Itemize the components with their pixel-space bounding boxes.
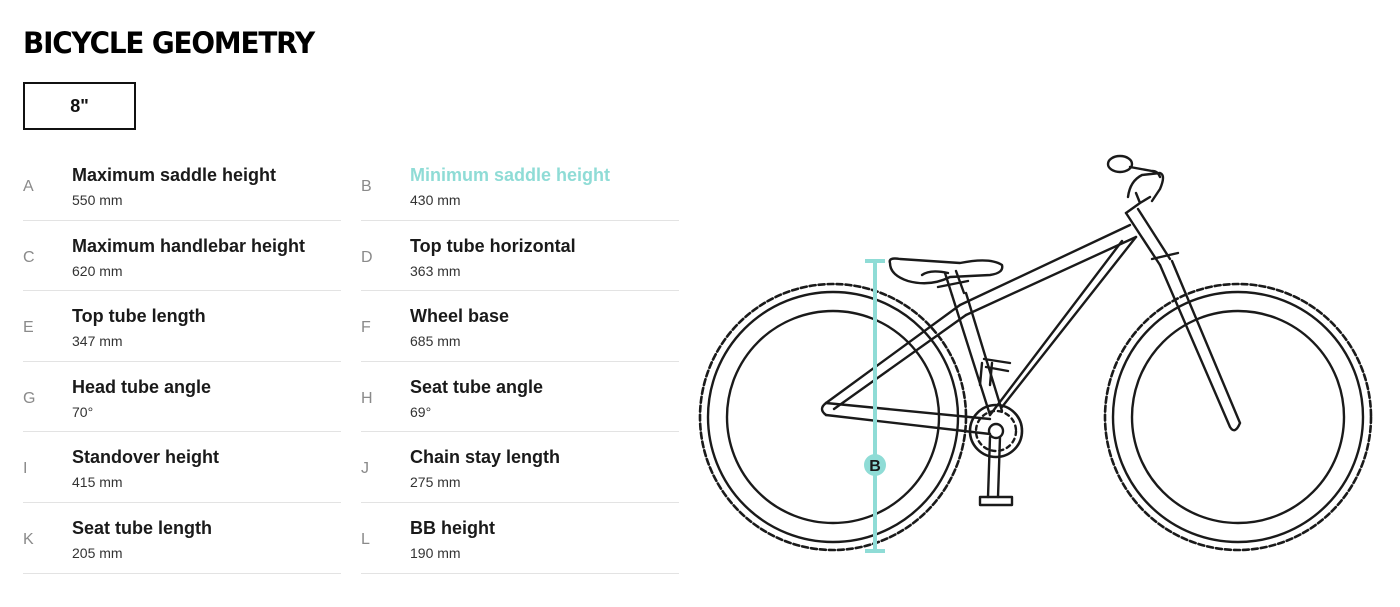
geometry-letter: K <box>23 530 34 548</box>
fork <box>1158 259 1242 432</box>
geometry-letter: D <box>361 248 373 266</box>
geometry-label: Head tube angle <box>72 376 212 397</box>
geometry-label: Maximum saddle height <box>72 165 277 185</box>
stem <box>1124 191 1152 215</box>
seat-tube <box>950 291 1004 417</box>
geometry-label: Seat tube length <box>72 517 213 538</box>
saddle <box>888 257 1004 285</box>
geometry-value: 550 mm <box>72 192 123 208</box>
geometry-label: Top tube horizontal <box>410 235 576 256</box>
measurement-marker <box>864 454 886 476</box>
geometry-value: 347 mm <box>72 333 123 350</box>
geometry-label: Standover height <box>72 447 220 468</box>
geometry-value: 685 mm <box>410 333 461 350</box>
crank-arm <box>986 435 1002 499</box>
pedal <box>978 495 1014 507</box>
geometry-letter: L <box>361 530 370 548</box>
geometry-letter: H <box>361 389 373 407</box>
rear-rim <box>725 309 941 525</box>
measurement-b <box>865 259 885 553</box>
geometry-row-e[interactable]: E Top tube length 347 mm <box>23 291 341 362</box>
geometry-letter: J <box>361 460 369 478</box>
geometry-value: 415 mm <box>72 474 123 491</box>
size-selector-button[interactable]: 8" <box>23 82 136 130</box>
seat-stay <box>824 303 968 411</box>
geometry-row-i[interactable]: I Standover height 415 mm <box>23 432 341 503</box>
geometry-row-b[interactable]: B Minimum saddle height 430 mm <box>361 150 679 221</box>
measurement-marker-label: B <box>869 458 881 475</box>
geometry-letter: A <box>23 178 34 195</box>
top-tube <box>958 223 1138 317</box>
bicycle-icon: B <box>698 154 1373 553</box>
geometry-row-f[interactable]: F Wheel base 685 mm <box>361 291 679 362</box>
front-tire-inner <box>1111 290 1365 544</box>
geometry-value: 205 mm <box>72 544 123 561</box>
geometry-label: Wheel base <box>410 306 510 327</box>
geometry-row-h[interactable]: H Seat tube angle 69° <box>361 362 679 433</box>
geometry-row-a[interactable]: A Maximum saddle height 550 mm <box>23 150 341 221</box>
chainring <box>968 403 1024 459</box>
head-tube <box>1124 207 1172 267</box>
geometry-label: Top tube length <box>72 306 206 327</box>
handlebar-grip <box>1106 154 1134 174</box>
page-title: BICYCLE GEOMETRY <box>23 26 315 60</box>
chain-stay <box>824 401 992 436</box>
geometry-value: 620 mm <box>72 262 123 279</box>
geometry-letter: B <box>361 178 372 195</box>
geometry-row-d[interactable]: D Top tube horizontal 363 mm <box>361 221 679 292</box>
geometry-label: Minimum saddle height <box>410 165 611 185</box>
down-tube <box>988 235 1138 417</box>
front-rim <box>1130 309 1346 525</box>
geometry-value: 190 mm <box>410 544 461 561</box>
geometry-row-j[interactable]: J Chain stay length 275 mm <box>361 432 679 503</box>
geometry-row-g[interactable]: G Head tube angle 70° <box>23 362 341 433</box>
geometry-column-right: B Minimum saddle height 430 mm D Top tub… <box>361 150 679 574</box>
geometry-column-left: A Maximum saddle height 550 mm C Maximum… <box>23 150 341 574</box>
geometry-label: Chain stay length <box>410 447 561 468</box>
geometry-letter: E <box>23 319 34 337</box>
geometry-letter: F <box>361 319 371 337</box>
geometry-label: Seat tube angle <box>410 376 544 397</box>
geometry-row-l[interactable]: L BB height 190 mm <box>361 503 679 574</box>
geometry-value: 69° <box>410 403 432 420</box>
geometry-letter: C <box>23 248 35 266</box>
geometry-letter: I <box>23 460 28 478</box>
geometry-label: BB height <box>410 517 495 538</box>
geometry-value: 430 mm <box>410 192 461 208</box>
front-tire <box>1103 282 1373 552</box>
geometry-value: 275 mm <box>410 474 461 491</box>
geometry-letter: G <box>23 389 36 407</box>
geometry-label: Maximum handlebar height <box>72 235 306 256</box>
geometry-row-k[interactable]: K Seat tube length 205 mm <box>23 503 341 574</box>
geometry-row-c[interactable]: C Maximum handlebar height 620 mm <box>23 221 341 292</box>
handlebar <box>1126 171 1165 203</box>
geometry-value: 363 mm <box>410 262 461 279</box>
geometry-value: 70° <box>72 403 94 420</box>
